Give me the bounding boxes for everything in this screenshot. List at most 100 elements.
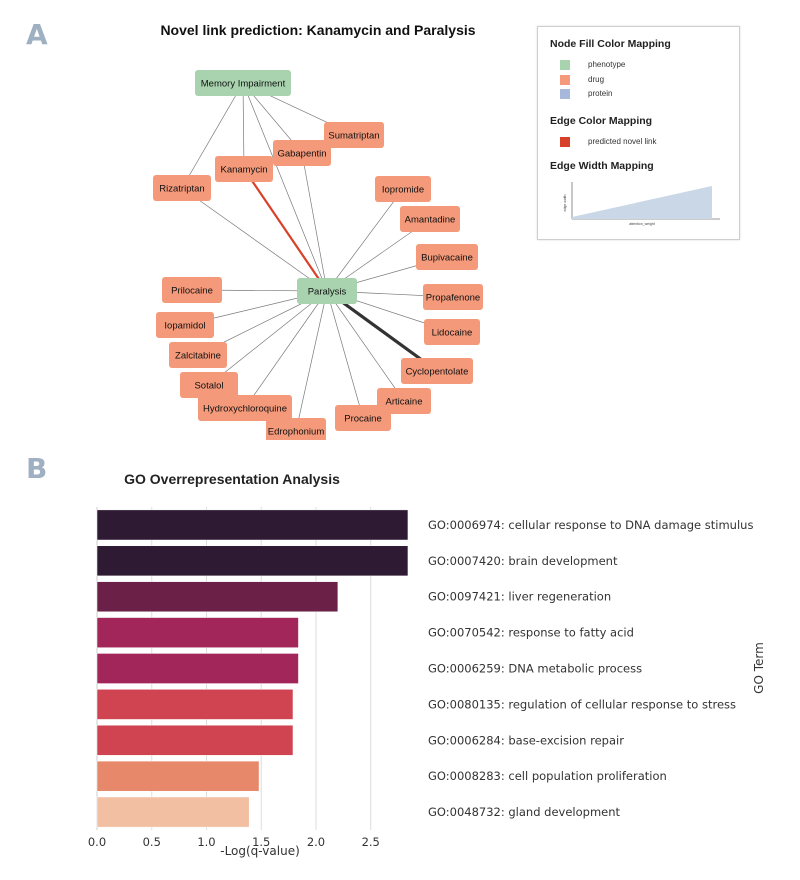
node-label-propafenone: Propafenone	[426, 293, 480, 304]
bar	[96, 760, 260, 792]
bar	[96, 689, 294, 720]
node-amantadine[interactable]: Amantadine	[400, 206, 460, 232]
node-label-sotalol: Sotalol	[194, 381, 223, 392]
category-label: GO:0006284: base-excision repair	[428, 733, 624, 747]
predicted-link-kanamycin-paralysis	[243, 168, 328, 292]
node-box-sotalol	[180, 372, 238, 398]
bar	[96, 796, 250, 828]
node-box-gabapentin	[273, 140, 331, 166]
node-zalcitabine[interactable]: Zalcitabine	[169, 342, 227, 368]
node-box-cyclopentolate	[401, 358, 473, 384]
node-memory[interactable]: Memory Impairment	[195, 70, 291, 96]
node-gabapentin[interactable]: Gabapentin	[273, 140, 331, 166]
network-title: Novel link prediction: Kanamycin and Par…	[160, 22, 475, 38]
edge-cyclopentolate-paralysis	[326, 289, 438, 373]
node-hydroxychloroquine[interactable]: Hydroxychloroquine	[198, 395, 292, 421]
x-axis-label: -Log(q-value)	[220, 844, 300, 858]
bar	[96, 509, 409, 541]
x-tick-label: 1.0	[197, 835, 215, 849]
node-box-kanamycin	[215, 156, 273, 182]
node-propafenone[interactable]: Propafenone	[423, 284, 483, 310]
legend-swatch-protein	[560, 89, 570, 99]
node-sotalol[interactable]: Sotalol	[180, 372, 238, 398]
edge-gabapentin-paralysis	[301, 152, 328, 292]
node-prilocaine[interactable]: Prilocaine	[162, 277, 222, 303]
node-label-gabapentin: Gabapentin	[277, 149, 326, 160]
y-axis-label: GO Term	[752, 642, 766, 694]
node-label-zalcitabine: Zalcitabine	[175, 351, 221, 362]
node-label-articaine: Articaine	[386, 397, 423, 408]
category-label: GO:0007420: brain development	[428, 554, 618, 568]
node-label-rizatriptan: Rizatriptan	[159, 184, 204, 195]
width-y-axis-label: edge width	[563, 194, 567, 211]
legend-swatch-predicted	[560, 137, 570, 147]
node-label-kanamycin: Kanamycin	[221, 165, 268, 176]
edge-memory-kanamycin	[242, 82, 245, 170]
node-label-edrophonium: Edrophonium	[268, 427, 325, 438]
node-label-prilocaine: Prilocaine	[171, 286, 213, 297]
node-paralysis[interactable]: Paralysis	[297, 278, 357, 304]
chart-title: GO Overrepresentation Analysis	[124, 471, 340, 487]
node-box-memory	[195, 70, 291, 96]
node-procaine[interactable]: Procaine	[335, 405, 391, 431]
category-label: GO:0006259: DNA metabolic process	[428, 662, 642, 676]
network-graph: Novel link prediction: Kanamycin and Par…	[153, 22, 483, 440]
legend-width-heading: Edge Width Mapping	[550, 160, 654, 172]
category-label: GO:0097421: liver regeneration	[428, 590, 611, 604]
edge-memory-paralysis	[242, 82, 328, 292]
edge-articaine-paralysis	[326, 290, 405, 402]
legend-node-heading: Node Fill Color Mapping	[550, 38, 671, 50]
bar	[96, 617, 299, 648]
node-box-lidocaine	[424, 319, 480, 345]
node-label-bupivacaine: Bupivacaine	[421, 253, 473, 264]
node-label-memory: Memory Impairment	[201, 79, 286, 90]
edge-iopromide-paralysis	[326, 188, 404, 292]
node-box-iopamidol	[156, 312, 214, 338]
node-box-procaine	[335, 405, 391, 431]
node-kanamycin[interactable]: Kanamycin	[215, 156, 273, 182]
bars-layer	[96, 509, 409, 828]
node-box-iopromide	[375, 176, 431, 202]
node-box-bupivacaine	[416, 244, 478, 270]
category-label: GO:0080135: regulation of cellular respo…	[428, 697, 736, 711]
panel-b-letter: B	[26, 452, 48, 485]
legend-label-drug: drug	[588, 75, 605, 84]
node-iopromide[interactable]: Iopromide	[375, 176, 431, 202]
node-edrophonium[interactable]: Edrophonium	[266, 418, 326, 440]
node-box-rizatriptan	[153, 175, 211, 201]
node-label-hydroxychloroquine: Hydroxychloroquine	[203, 404, 287, 415]
category-label: GO:0008283: cell population proliferatio…	[428, 769, 667, 783]
node-box-sumatriptan	[324, 122, 384, 148]
bar	[96, 653, 299, 684]
node-iopamidol[interactable]: Iopamidol	[156, 312, 214, 338]
x-tick-label: 2.0	[307, 835, 325, 849]
node-bupivacaine[interactable]: Bupivacaine	[416, 244, 478, 270]
edge-sotalol-paralysis	[208, 290, 328, 386]
node-label-lidocaine: Lidocaine	[432, 328, 473, 339]
node-label-cyclopentolate: Cyclopentolate	[406, 367, 469, 378]
node-label-iopromide: Iopromide	[382, 185, 424, 196]
x-tick-label: 0.5	[143, 835, 161, 849]
node-lidocaine[interactable]: Lidocaine	[424, 319, 480, 345]
edge-memory-rizatriptan	[181, 82, 244, 189]
node-rizatriptan[interactable]: Rizatriptan	[153, 175, 211, 201]
category-label: GO:0070542: response to fatty acid	[428, 626, 634, 640]
legend-label-predicted: predicted novel link	[588, 137, 657, 146]
width-x-axis-label: attention_weight	[629, 222, 655, 226]
node-label-sumatriptan: Sumatriptan	[328, 131, 379, 142]
node-box-prilocaine	[162, 277, 222, 303]
network-legend: Node Fill Color Mapping phenotype drug p…	[537, 26, 740, 240]
bar	[96, 581, 339, 613]
edge-procaine-paralysis	[326, 290, 364, 419]
node-box-paralysis	[297, 278, 357, 304]
category-labels-layer: GO:0006974: cellular response to DNA dam…	[428, 518, 753, 819]
node-cyclopentolate[interactable]: Cyclopentolate	[401, 358, 473, 384]
node-label-paralysis: Paralysis	[308, 287, 347, 298]
node-box-edrophonium	[266, 418, 326, 440]
edge-width-mapping-plot: edge width attention_weight	[563, 182, 720, 226]
node-label-amantadine: Amantadine	[405, 215, 456, 226]
node-sumatriptan[interactable]: Sumatriptan	[324, 122, 384, 148]
